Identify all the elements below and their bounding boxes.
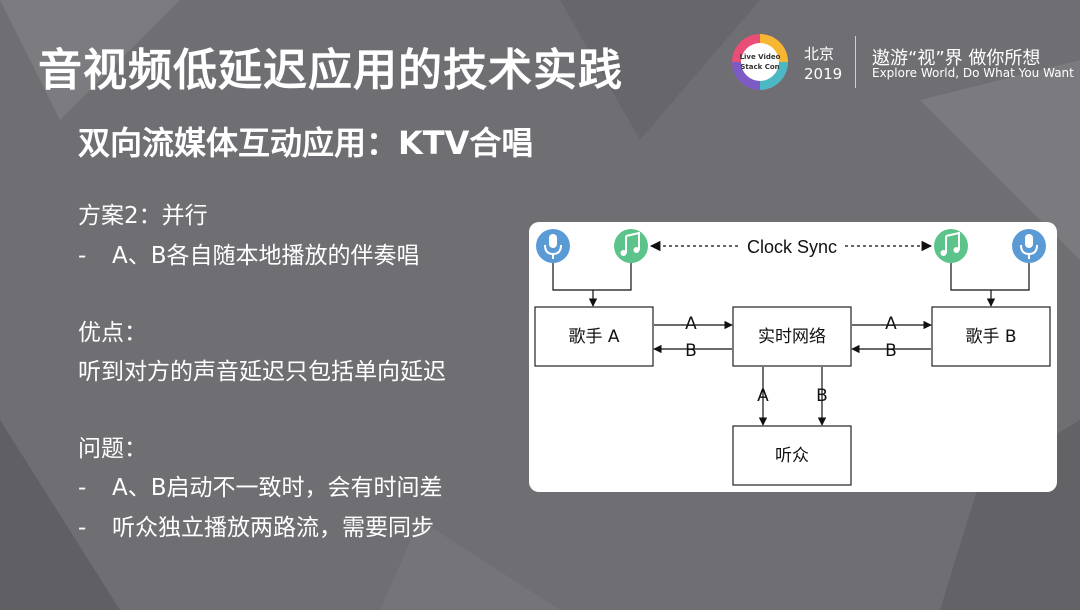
pros-text: 听到对方的声音延迟只包括单向延迟 (78, 359, 446, 385)
network-box (732, 306, 852, 367)
pros-heading: 优点： (78, 320, 147, 346)
microphone-icon (1012, 229, 1046, 263)
ktv-architecture-diagram: Clock Sync 歌手 A 实时网络 歌手 B 听众 A B A B A B (529, 222, 1057, 492)
music-note-icon (614, 229, 648, 263)
bullet-dash: - (78, 475, 87, 501)
edge-label: A (757, 386, 769, 406)
singer-a-box (534, 306, 654, 367)
slogan-chinese: 遨游“视”界 做你所想 (872, 48, 1041, 69)
edge-label: B (885, 341, 897, 361)
plan-bullet-text: A、B各自随本地播放的伴奏唱 (112, 243, 420, 269)
header-divider (855, 36, 856, 88)
city-label: 北京 (804, 45, 835, 63)
edge-label: A (885, 314, 897, 334)
clock-sync-label: Clock Sync (747, 237, 837, 257)
issues-heading: 问题： (78, 436, 147, 462)
singer-b-label: 歌手 B (965, 327, 1016, 347)
conference-location: 北京 2019 (804, 44, 842, 84)
issue-text: A、B启动不一致时，会有时间差 (112, 475, 443, 501)
logo-text-2: Stack Con (740, 63, 779, 71)
network-label: 实时网络 (758, 327, 826, 347)
year-label: 2019 (804, 65, 843, 83)
issue-item: -听众独立播放两路流，需要同步 (78, 508, 434, 542)
edge-label: B (685, 341, 697, 361)
audience-label: 听众 (775, 446, 809, 466)
plan-bullet: -A、B各自随本地播放的伴奏唱 (78, 236, 420, 270)
issue-text: 听众独立播放两路流，需要同步 (112, 515, 434, 541)
edge-label: A (685, 314, 697, 334)
plan-heading: 方案2：并行 (78, 203, 208, 229)
edge-label: B (816, 386, 828, 406)
slide-subtitle: 双向流媒体互动应用：KTV合唱 (78, 124, 534, 162)
singer-b-box (931, 306, 1051, 367)
bullet-dash: - (78, 243, 87, 269)
microphone-icon (536, 229, 570, 263)
singer-a-label: 歌手 A (568, 327, 619, 347)
slogan-english: Explore World, Do What You Want (872, 66, 1074, 80)
issue-item: -A、B启动不一致时，会有时间差 (78, 468, 443, 502)
conference-logo: Live Video Stack Con (730, 32, 790, 92)
logo-text-1: Live Video (740, 53, 781, 61)
music-note-icon (934, 229, 968, 263)
audience-box (732, 425, 852, 486)
bullet-dash: - (78, 515, 87, 541)
page-title: 音视频低延迟应用的技术实践 (38, 45, 623, 96)
